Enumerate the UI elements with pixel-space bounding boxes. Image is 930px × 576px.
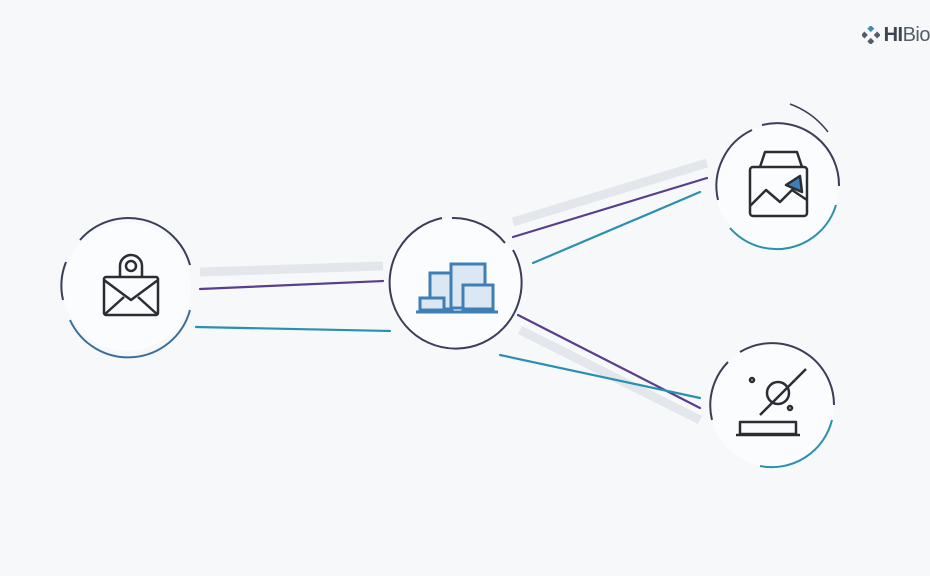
- logo-text-bold: HI: [883, 23, 904, 46]
- connection-top-teal: [531, 190, 702, 265]
- buildings-icon: [416, 262, 498, 314]
- node-hub[interactable]: [388, 216, 523, 350]
- node-secure-mail[interactable]: [60, 217, 191, 359]
- hibio-logo: HIBio: [862, 22, 930, 48]
- connection-shadows: [199, 158, 709, 425]
- logo-text: HIBio: [884, 24, 930, 47]
- connection-bottom-teal: [498, 353, 702, 400]
- connection-bottom-purple: [516, 313, 702, 410]
- pipette-dish-icon: [736, 368, 807, 437]
- locked-envelope-icon: [102, 253, 160, 317]
- connection-left-teal: [194, 325, 392, 333]
- connection-top-purple: [511, 176, 709, 239]
- node-lab[interactable]: [709, 342, 835, 469]
- logo-text-light: Bio: [902, 23, 930, 46]
- image-box-icon: [748, 150, 809, 218]
- node-storage[interactable]: [715, 103, 841, 251]
- logo-diamond-icon: [862, 26, 880, 44]
- connection-left-purple: [198, 279, 385, 291]
